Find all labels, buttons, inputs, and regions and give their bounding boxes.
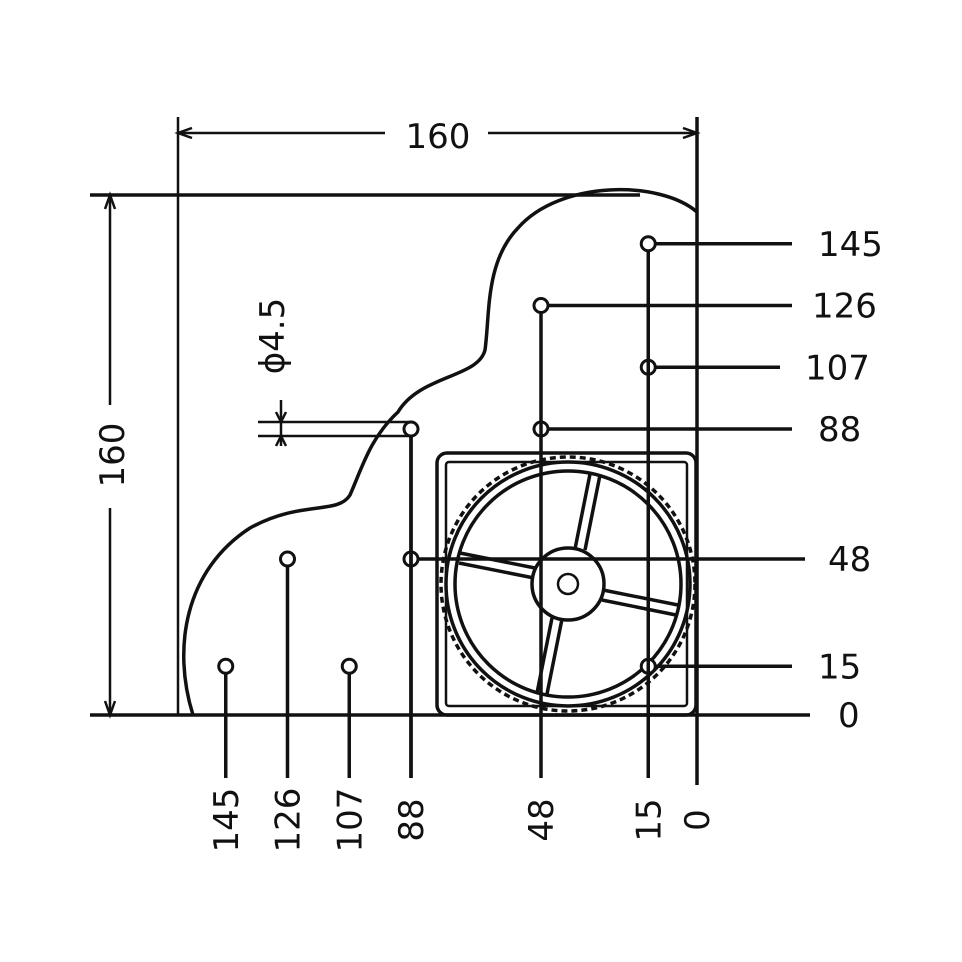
- mounting-hole: [279, 550, 296, 568]
- mounting-hole: [532, 297, 550, 314]
- mounting-hole: [402, 420, 420, 438]
- x-label-0: 0: [678, 809, 718, 831]
- y-label-48: 48: [828, 540, 871, 580]
- x-position-dimensions: 145 126 107 88 48 15 0: [207, 251, 718, 853]
- y-position-dimensions: 145 126 107 88 48 15 0: [419, 225, 883, 736]
- y-label-0: 0: [838, 696, 860, 736]
- x-label-126: 126: [269, 788, 309, 853]
- overall-height-label: 160: [93, 423, 133, 488]
- mounting-hole: [340, 657, 358, 675]
- mounting-hole: [639, 235, 657, 253]
- x-label-48: 48: [522, 798, 562, 841]
- overall-width-label: 160: [406, 117, 471, 157]
- y-label-15: 15: [818, 647, 861, 687]
- y-label-88: 88: [818, 410, 861, 450]
- x-label-88: 88: [392, 798, 432, 841]
- x-label-107: 107: [330, 788, 370, 853]
- x-label-145: 145: [207, 788, 247, 853]
- overall-width-dimension: 160: [174, 117, 701, 195]
- y-label-145: 145: [818, 225, 883, 265]
- wheel-spokes: [458, 473, 679, 695]
- y-label-107: 107: [805, 348, 870, 388]
- plate-outline: [182, 187, 699, 716]
- overall-height-dimension: 160: [90, 191, 640, 719]
- x-label-15: 15: [629, 798, 669, 841]
- mounting-hole: [217, 657, 235, 675]
- hole-diameter-callout: ϕ4.5: [253, 298, 413, 447]
- y-label-126: 126: [812, 287, 877, 327]
- caster-wheel: [439, 455, 697, 713]
- hole-diameter-label: ϕ4.5: [253, 298, 293, 375]
